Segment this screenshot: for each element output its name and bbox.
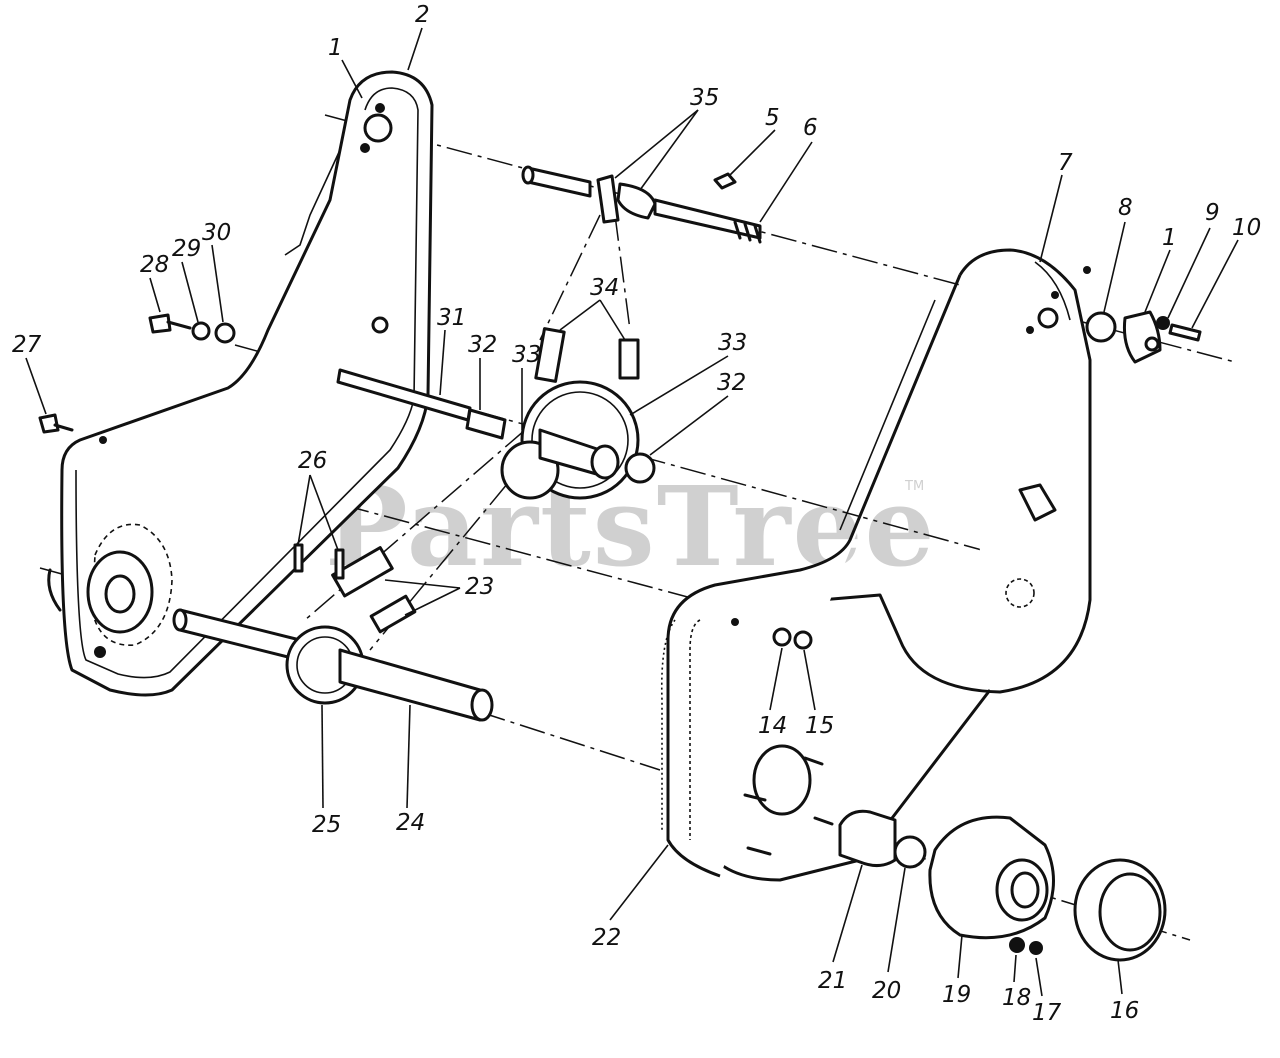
callout-label: 28: [140, 252, 169, 278]
callout-label: 1: [1162, 225, 1177, 251]
callout-label: 33: [512, 342, 541, 368]
callout-label: 14: [758, 713, 787, 739]
left-housing: [47, 70, 434, 697]
callout-label: 35: [690, 85, 719, 111]
callout-label: 15: [805, 713, 834, 739]
watermark-trademark: TM: [904, 479, 924, 494]
callout-label: 5: [765, 105, 780, 131]
callout-label: 30: [202, 220, 231, 246]
callout-label: 27: [12, 332, 42, 358]
callout-label: 31: [437, 305, 466, 331]
middle-shaft-assembly: [336, 368, 656, 500]
chains: [293, 327, 640, 634]
callout-label: 7: [1058, 150, 1073, 176]
callout-label: 2: [415, 2, 430, 28]
lower-shaft-assembly: [172, 608, 494, 722]
callout-label: 22: [592, 925, 621, 951]
callout-label: 19: [942, 982, 971, 1008]
small-hardware: [38, 310, 1202, 962]
callout-label: 18: [1002, 985, 1031, 1011]
callout-label: 32: [717, 370, 746, 396]
leader-lines: [25, 27, 1239, 997]
upper-shaft: [521, 165, 762, 244]
callout-label: 24: [396, 810, 425, 836]
callout-label: 29: [172, 236, 201, 262]
callout-label: 33: [718, 330, 747, 356]
callout-label: 21: [818, 968, 847, 994]
callout-label: 16: [1110, 998, 1139, 1024]
callout-label: 26: [298, 448, 327, 474]
callout-label: 23: [465, 574, 494, 600]
right-housing: [660, 248, 1092, 882]
callout-label: 25: [312, 812, 341, 838]
callout-label: 9: [1205, 200, 1220, 226]
callout-label: 1: [328, 35, 343, 61]
callout-label: 32: [468, 332, 497, 358]
callout-label: 10: [1232, 215, 1261, 241]
callout-label: 34: [590, 275, 619, 301]
watermark-text: PartsTree: [325, 462, 937, 591]
callout-label: 20: [872, 978, 901, 1004]
callout-labels: 1 2 35 5 6 7 8 1 9 10 28 29 30 27 31 32 …: [12, 2, 1261, 1026]
callout-label: 8: [1118, 195, 1133, 221]
callout-label: 17: [1032, 1000, 1062, 1026]
callout-label: 6: [803, 115, 818, 141]
